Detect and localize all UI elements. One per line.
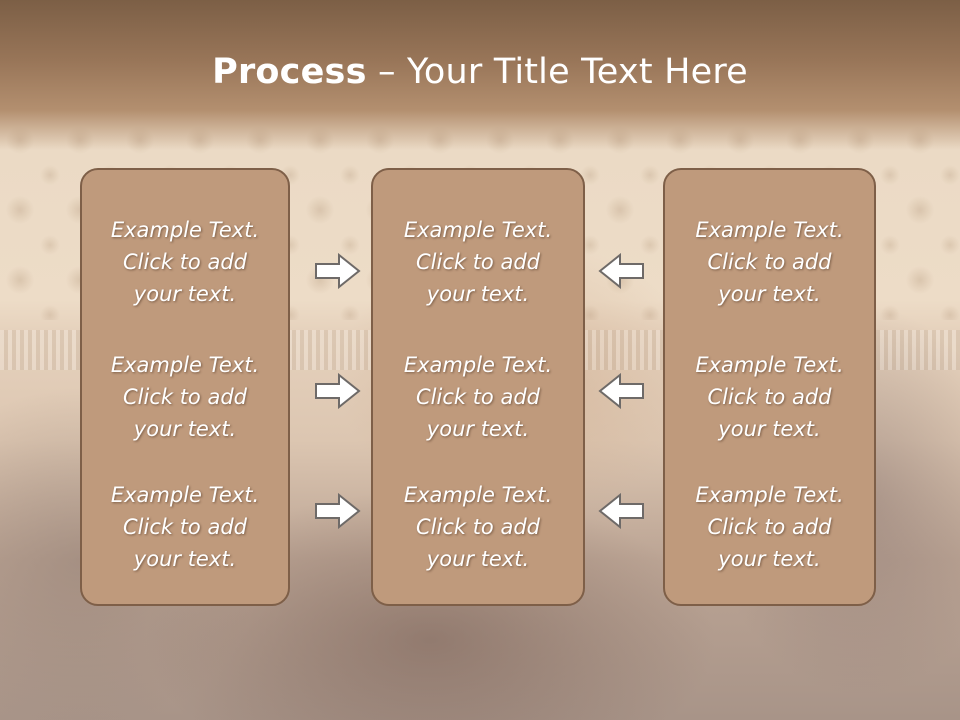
placeholder-line: Click to add — [707, 515, 832, 539]
slide-title-bold: Process — [212, 52, 367, 92]
placeholder-line: Click to add — [122, 385, 247, 409]
text-placeholder[interactable]: Example Text. Click to add your text. — [665, 349, 874, 445]
placeholder-line: Example Text. — [695, 218, 844, 242]
text-placeholder[interactable]: Example Text. Click to add your text. — [665, 214, 874, 310]
placeholder-line: your text. — [133, 417, 237, 441]
left-arrow-icon[interactable] — [598, 253, 644, 289]
placeholder-line: Click to add — [415, 385, 540, 409]
text-placeholder[interactable]: Example Text. Click to add your text. — [373, 214, 583, 310]
placeholder-line: Click to add — [122, 515, 247, 539]
placeholder-line: Click to add — [415, 515, 540, 539]
text-placeholder[interactable]: Example Text. Click to add your text. — [82, 214, 288, 310]
placeholder-line: Click to add — [122, 250, 247, 274]
placeholder-line: your text. — [426, 282, 530, 306]
placeholder-line: your text. — [426, 417, 530, 441]
placeholder-line: Example Text. — [695, 483, 844, 507]
placeholder-line: your text. — [718, 282, 821, 306]
text-placeholder[interactable]: Example Text. Click to add your text. — [82, 349, 288, 445]
left-arrow-icon[interactable] — [598, 493, 644, 529]
slide-title[interactable]: Process – Your Title Text Here — [0, 52, 960, 92]
placeholder-line: your text. — [426, 547, 530, 571]
placeholder-line: Click to add — [707, 385, 832, 409]
placeholder-line: Example Text. — [110, 353, 260, 377]
placeholder-line: Example Text. — [110, 483, 260, 507]
slide-title-rest: – Your Title Text Here — [366, 52, 748, 92]
text-placeholder[interactable]: Example Text. Click to add your text. — [373, 479, 583, 575]
process-box-center[interactable]: Example Text. Click to add your text. Ex… — [371, 168, 585, 606]
left-arrow-icon[interactable] — [598, 373, 644, 409]
text-placeholder[interactable]: Example Text. Click to add your text. — [665, 479, 874, 575]
placeholder-line: your text. — [133, 547, 237, 571]
text-placeholder[interactable]: Example Text. Click to add your text. — [82, 479, 288, 575]
placeholder-line: Click to add — [707, 250, 832, 274]
process-box-left[interactable]: Example Text. Click to add your text. Ex… — [80, 168, 290, 606]
placeholder-line: Click to add — [415, 250, 540, 274]
placeholder-line: your text. — [718, 547, 821, 571]
right-arrow-icon[interactable] — [315, 253, 361, 289]
right-arrow-icon[interactable] — [315, 373, 361, 409]
title-bar — [0, 0, 960, 150]
placeholder-line: Example Text. — [403, 353, 553, 377]
placeholder-line: Example Text. — [695, 353, 844, 377]
placeholder-line: your text. — [718, 417, 821, 441]
placeholder-line: Example Text. — [403, 483, 553, 507]
right-arrow-icon[interactable] — [315, 493, 361, 529]
text-placeholder[interactable]: Example Text. Click to add your text. — [373, 349, 583, 445]
process-box-right[interactable]: Example Text. Click to add your text. Ex… — [663, 168, 876, 606]
placeholder-line: your text. — [133, 282, 237, 306]
placeholder-line: Example Text. — [110, 218, 260, 242]
placeholder-line: Example Text. — [403, 218, 553, 242]
